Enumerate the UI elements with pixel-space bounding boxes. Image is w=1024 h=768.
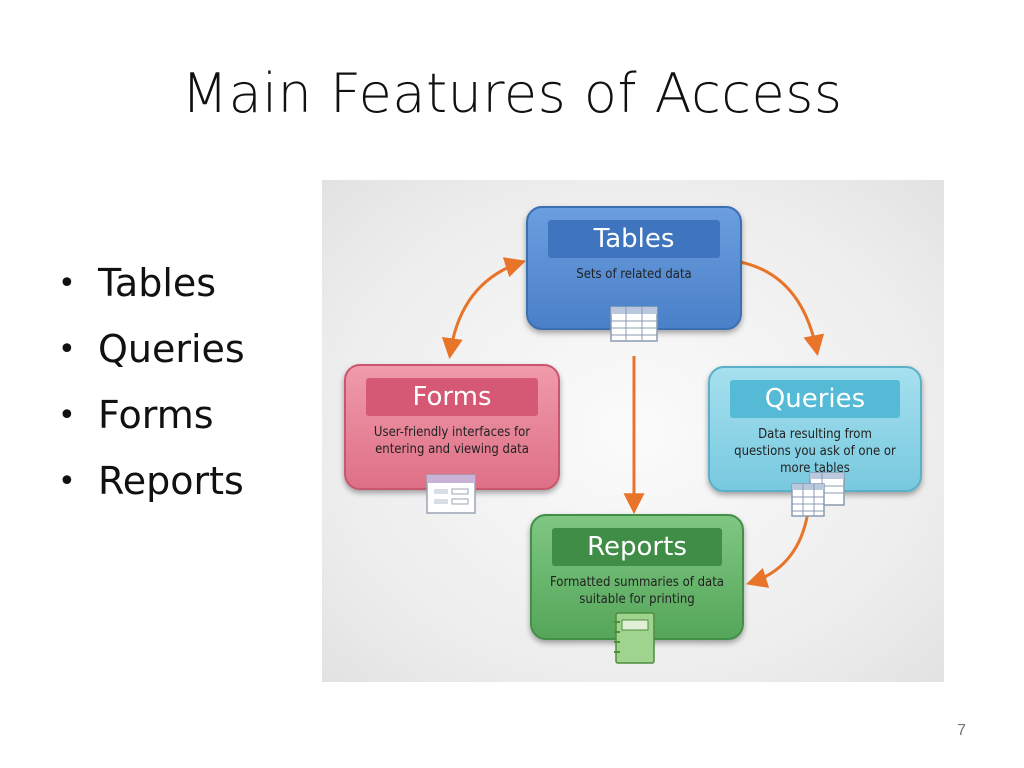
bullet-text: Forms [98, 393, 214, 437]
bullet-text: Queries [98, 327, 245, 371]
bullet-dot-icon: • [58, 397, 76, 433]
queries-node-title: Queries [730, 380, 900, 418]
bullet-list: • Tables • Queries • Forms • Reports [58, 250, 245, 514]
reports-node-description: Formatted summaries of data suitable for… [550, 575, 724, 607]
bullet-item-reports: • Reports [58, 448, 245, 514]
tables-node-description: Sets of related data [576, 267, 692, 282]
stacked-tables-icon [791, 472, 845, 517]
bullet-dot-icon: • [58, 265, 76, 301]
forms-node-title: Forms [366, 378, 538, 416]
tables-node-title: Tables [548, 220, 720, 258]
forms-node: Forms User-friendly interfaces for enter… [344, 364, 560, 490]
bullet-dot-icon: • [58, 331, 76, 367]
reports-node-title: Reports [552, 528, 722, 566]
bullet-item-tables: • Tables [58, 250, 245, 316]
arrow-tables-to-queries [739, 260, 825, 357]
bullet-text: Reports [98, 459, 244, 503]
notebook-icon [614, 612, 655, 664]
slide-title: Main Features of Access [181, 62, 843, 125]
table-grid-icon [610, 306, 658, 342]
arrow-forms-tables-bidirectional [441, 257, 526, 360]
bullet-text: Tables [98, 261, 217, 305]
bullet-dot-icon: • [58, 463, 76, 499]
bullet-item-forms: • Forms [58, 382, 245, 448]
form-window-icon [426, 474, 476, 514]
access-features-diagram: Tables Sets of related data Forms User-f… [322, 180, 944, 682]
page-number: 7 [957, 722, 966, 739]
tables-node: Tables Sets of related data [526, 206, 742, 330]
queries-node-description: Data resulting from questions you ask of… [734, 427, 896, 476]
reports-node: Reports Formatted summaries of data suit… [530, 514, 744, 640]
bullet-item-queries: • Queries [58, 316, 245, 382]
forms-node-description: User-friendly interfaces for entering an… [373, 425, 531, 457]
